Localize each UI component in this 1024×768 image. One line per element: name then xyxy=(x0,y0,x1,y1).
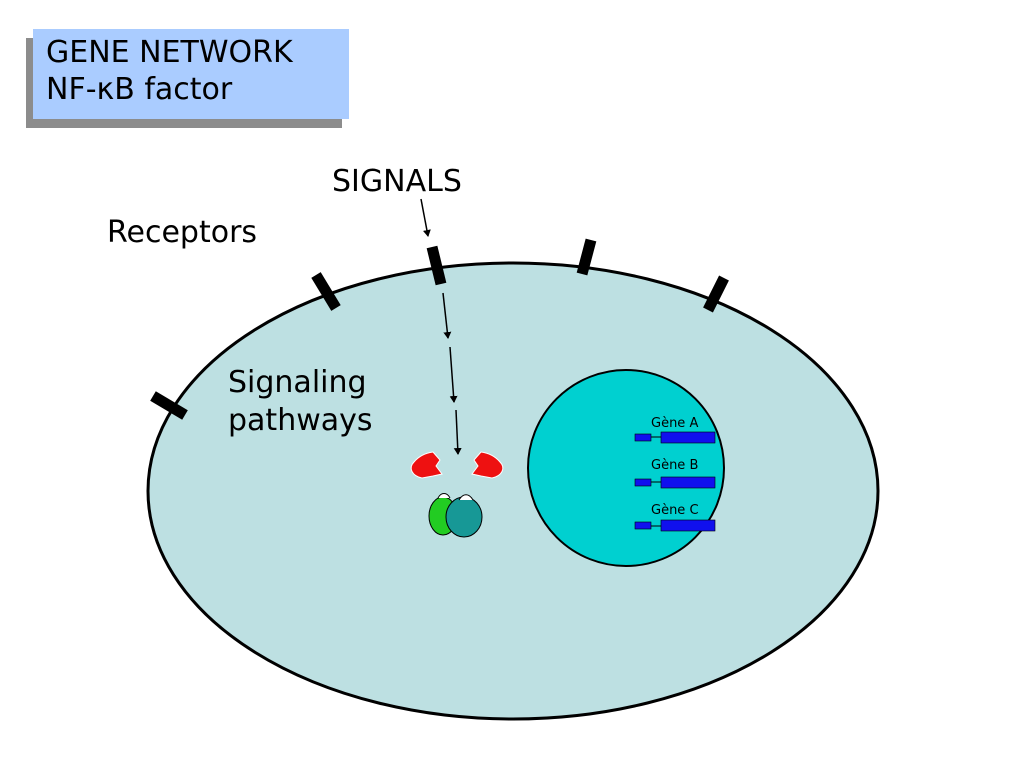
pathway-arrow-3 xyxy=(453,409,462,455)
gene-c: Gène C xyxy=(634,503,716,532)
nfkb-subunit-green-notch xyxy=(437,493,451,499)
nfkb-subunit-teal xyxy=(445,496,483,538)
ikb-fragment-left xyxy=(410,451,443,479)
receptor-1 xyxy=(426,245,447,286)
nucleus xyxy=(527,369,725,567)
gene-b-coding xyxy=(660,476,716,489)
gene-a: Gène A xyxy=(634,416,716,444)
gene-c-promoter xyxy=(634,521,652,530)
signal-arrow xyxy=(420,198,431,237)
gene-a-promoter xyxy=(634,433,652,442)
cell-membrane xyxy=(146,261,880,721)
receptor-5 xyxy=(150,391,188,420)
gene-c-coding xyxy=(660,519,716,532)
title-line-2: NF-κB factor xyxy=(46,72,233,107)
receptors-label: Receptors xyxy=(107,215,258,250)
signaling-pathways-label: Signaling pathways xyxy=(228,364,373,440)
receptor-3 xyxy=(576,238,597,276)
nfkb-subunit-teal-notch xyxy=(458,494,474,501)
gene-b-promoter xyxy=(634,478,652,487)
pathway-arrow-2 xyxy=(449,346,458,403)
signaling-label-line-1: Signaling xyxy=(228,365,367,400)
gene-c-label: Gène C xyxy=(651,503,699,518)
title-box: GENE NETWORK NF-κB factor xyxy=(33,29,349,119)
receptor-2 xyxy=(311,272,341,311)
gene-a-label: Gène A xyxy=(651,416,698,431)
gene-a-coding xyxy=(660,431,716,444)
signals-label: SIGNALS xyxy=(332,164,462,199)
title-line-1: GENE NETWORK xyxy=(46,35,293,70)
signaling-label-line-2: pathways xyxy=(228,403,373,438)
receptor-4 xyxy=(703,275,729,313)
gene-b: Gène B xyxy=(634,458,716,489)
gene-b-label: Gène B xyxy=(651,458,698,473)
pathway-arrow-1 xyxy=(442,292,452,339)
ikb-fragment-right xyxy=(471,451,504,479)
